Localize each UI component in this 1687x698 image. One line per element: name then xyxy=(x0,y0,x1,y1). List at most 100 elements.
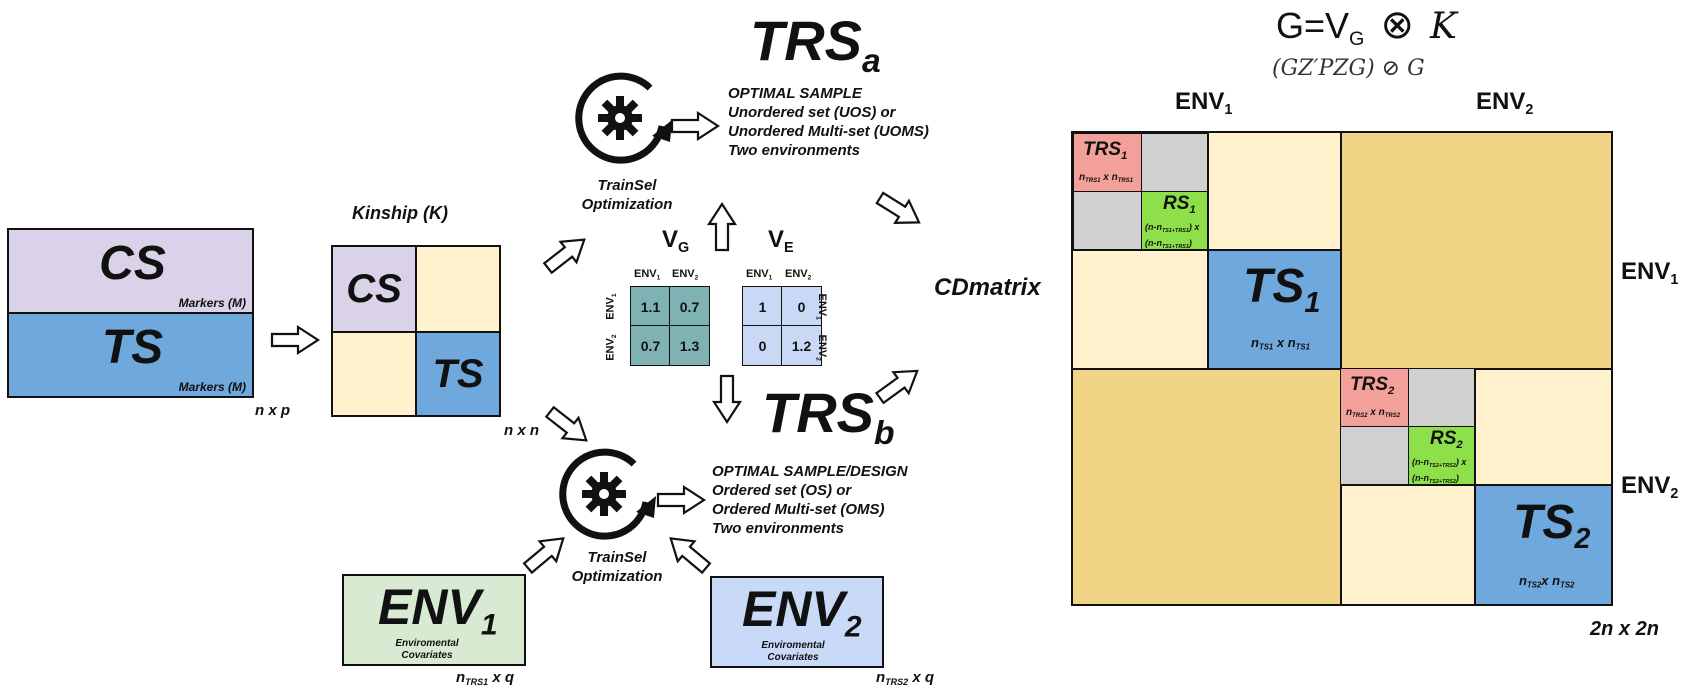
kinship-matrix: CS TS xyxy=(331,245,501,417)
trsa-title-main: TRS xyxy=(750,9,862,72)
ve-cell-11: 1 xyxy=(742,286,783,327)
ve-cell-21: 0 xyxy=(742,325,783,366)
gear-icon-b xyxy=(559,448,656,540)
trsb-desc-3: Two environments xyxy=(712,520,844,537)
ve-cell-12: 0 xyxy=(781,286,822,327)
cd-rs2-label: RS2 xyxy=(1430,428,1463,451)
vg-cell-12: 0.7 xyxy=(669,286,710,327)
ts-markers-sub: Markers (M) xyxy=(178,380,246,394)
ve-row1: ENV1 xyxy=(814,293,828,320)
formula-second: (GZ′PZG) ⊘ G xyxy=(1272,56,1425,81)
arrow-kinship-to-trsb xyxy=(540,400,596,452)
kinship-ts-label: TS xyxy=(432,351,484,396)
trsb-title-sub: b xyxy=(874,414,895,452)
ve-label: VE xyxy=(768,226,794,257)
cd-gray-2b xyxy=(1340,426,1410,486)
vg-col1: ENV1 xyxy=(634,268,661,282)
trsa-desc-1: Unordered set (UOS) or xyxy=(728,104,896,121)
arrow-markers-to-kinship xyxy=(270,325,320,355)
cd-gold-top-right xyxy=(1340,131,1613,370)
gear-icon-a xyxy=(575,72,672,164)
cd-gold-bottom-left xyxy=(1071,368,1342,606)
trsb-opt-label-1: TrainSel xyxy=(587,549,647,566)
ts-markers-label: TS xyxy=(101,321,164,374)
arrow-kinship-to-trsa xyxy=(538,228,594,280)
trsa-opt-label-1: TrainSel xyxy=(597,177,657,194)
kinship-cs-block: CS xyxy=(331,245,417,333)
trsa-title: TRSa xyxy=(750,8,881,81)
trsb-opt-label-2: Optimization xyxy=(571,568,663,585)
kinship-cs-label: CS xyxy=(346,266,402,311)
trsa-opt-label: TrainSel Optimization xyxy=(578,176,676,214)
markers-dims: n x p xyxy=(255,402,291,419)
cd-ts1-block xyxy=(1207,249,1342,370)
cs-markers-label: CS xyxy=(99,237,166,290)
trsb-title-main: TRS xyxy=(762,381,874,444)
trsa-desc: OPTIMAL SAMPLE Unordered set (UOS) or Un… xyxy=(728,84,929,160)
bigmat-env1-top: ENV1 xyxy=(1175,88,1233,119)
kinship-title: Kinship (K) xyxy=(352,203,448,223)
vg-label: VG xyxy=(662,226,690,257)
trsb-desc: OPTIMAL SAMPLE/DESIGN Ordered set (OS) o… xyxy=(712,462,908,538)
ve-col1: ENV1 xyxy=(746,268,773,282)
cd-trs1-block xyxy=(1073,133,1143,193)
cd-env1-divider-v xyxy=(1207,133,1208,251)
bigmat-env1-side: ENV1 xyxy=(1621,258,1679,289)
env1-label: ENV1 xyxy=(378,579,498,642)
vg-row1: ENV1 xyxy=(604,293,618,320)
vg-matrix: 1.1 0.7 0.7 1.3 xyxy=(630,286,710,366)
ts-markers-block: TS Markers (M) xyxy=(7,312,254,398)
arrow-opt-b-to-desc xyxy=(656,485,706,515)
cs-markers-block: CS Markers (M) xyxy=(7,228,254,314)
vg-row2: ENV2 xyxy=(604,334,618,361)
markers-matrix: CS Markers (M) TS Markers (M) xyxy=(7,228,254,398)
cd-rs1-block xyxy=(1141,191,1209,251)
kinship-ts-block: TS xyxy=(415,331,501,417)
cd-env2-divider-h xyxy=(1340,484,1476,485)
ve-col2: ENV2 xyxy=(785,268,812,282)
cdmatrix-label: CDmatrix xyxy=(934,274,1041,301)
cd-gray-1b xyxy=(1073,191,1143,251)
cd-rs1-label: RS1 xyxy=(1163,193,1196,216)
ve-row2: ENV2 xyxy=(814,334,828,361)
cd-gray-2a xyxy=(1408,368,1476,428)
ve-matrix: 1 0 0 1.2 xyxy=(742,286,822,366)
trsb-desc-2: Ordered Multi-set (OMS) xyxy=(712,501,885,518)
formula-main: G=VG ⊗ K xyxy=(1276,3,1457,50)
vg-cell-21: 0.7 xyxy=(630,325,671,366)
arrow-opt-a-to-desc xyxy=(670,111,720,141)
arrow-trsa-to-cdmatrix xyxy=(872,185,927,235)
bigmat-env2-side: ENV2 xyxy=(1621,472,1679,503)
cs-markers-sub: Markers (M) xyxy=(178,296,246,310)
trsb-desc-0: OPTIMAL SAMPLE/DESIGN xyxy=(712,463,908,480)
trsb-title: TRSb xyxy=(762,380,895,453)
cd-trs1-dims: nTRS1 x nTRS1 xyxy=(1079,172,1134,185)
kinship-cream-top xyxy=(415,245,501,333)
vg-cell-11: 1.1 xyxy=(630,286,671,327)
cd-gray-1a xyxy=(1141,133,1209,193)
cd-ts2-block xyxy=(1474,484,1613,606)
cd-rs2-dims: (n-nTS2+TRS2) x (n-nTS2+TRS2) xyxy=(1412,457,1467,485)
trsa-desc-0: OPTIMAL SAMPLE xyxy=(728,85,862,102)
vg-cell-22: 1.3 xyxy=(669,325,710,366)
cd-matrix: TRS1 nTRS1 x nTRS1 RS1 (n-nTS1+TRS1) x (… xyxy=(1071,131,1613,606)
env2-dims: nTRS2 x q xyxy=(876,669,935,688)
cd-rs2-block xyxy=(1408,426,1476,486)
ve-cell-22: 1.2 xyxy=(781,325,822,366)
arrow-v-up xyxy=(707,202,737,252)
trsb-opt-label: TrainSel Optimization xyxy=(568,548,666,586)
trsa-opt-label-2: Optimization xyxy=(581,196,673,213)
trsa-title-sub: a xyxy=(862,42,881,80)
trsa-desc-3: Two environments xyxy=(728,142,860,159)
arrow-env1-to-opt xyxy=(518,527,573,580)
cd-ts2-dims: nTS2x nTS2 xyxy=(1519,573,1575,590)
trsa-desc-2: Unordered Multi-set (UOMS) xyxy=(728,123,929,140)
cd-ts1-label: TS1 xyxy=(1243,260,1321,320)
cd-ts1-dims: nTS1 x nTS1 xyxy=(1251,335,1310,352)
cd-ts2-label: TS2 xyxy=(1513,496,1591,556)
